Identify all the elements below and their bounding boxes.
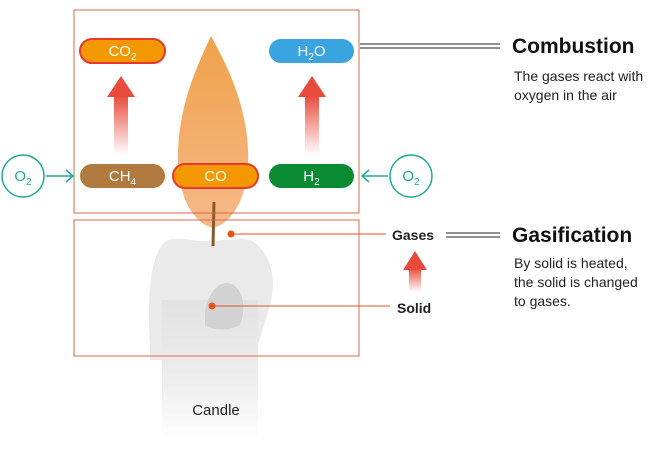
gasification-desc-line3: to gases. [514, 293, 571, 309]
solid-to-gas-arrow [403, 251, 427, 292]
solid-pointer [208, 302, 390, 310]
combustion-frame [73, 9, 360, 214]
svg-text:CH4: CH4 [109, 168, 137, 188]
co-pill: CO [172, 163, 259, 189]
arrow-o2-left [46, 169, 75, 183]
svg-text:H2O: H2O [297, 43, 325, 63]
solid-label: Solid [397, 300, 431, 316]
wick [211, 201, 216, 247]
svg-text:O2: O2 [402, 168, 420, 188]
h2o-pill: H2O [269, 39, 354, 63]
combustion-desc-line1: The gases react with [514, 68, 643, 84]
ch4-pill: CH4 [80, 164, 165, 188]
gasification-desc-line1: By solid is heated, [514, 255, 628, 271]
gases-pointer [227, 230, 386, 238]
o2-left: O2 [1, 154, 45, 198]
o2-right: O2 [389, 154, 433, 198]
candle-label: Candle [192, 402, 240, 419]
combustion-desc-line2: oxygen in the air [514, 87, 617, 103]
arrow-o2-right [360, 169, 388, 183]
svg-text:O2: O2 [14, 168, 32, 188]
combustion-heading: Combustion [512, 35, 634, 58]
svg-text:CO2: CO2 [108, 43, 137, 63]
gases-label: Gases [392, 227, 434, 243]
candle-icon [148, 238, 273, 440]
up-arrow-right [298, 76, 326, 155]
gasification-desc-line2: the solid is changed [514, 274, 638, 290]
svg-text:CO: CO [204, 168, 227, 185]
co2-pill: CO2 [79, 38, 166, 64]
gasification-heading: Gasification [512, 224, 632, 247]
flame-icon [177, 36, 249, 247]
combustion-connector [360, 43, 500, 49]
gasification-connector [446, 232, 500, 238]
h2-pill: H2 [269, 164, 354, 188]
svg-text:H2: H2 [303, 168, 320, 188]
up-arrow-left [107, 76, 135, 155]
gasification-frame [73, 219, 360, 357]
